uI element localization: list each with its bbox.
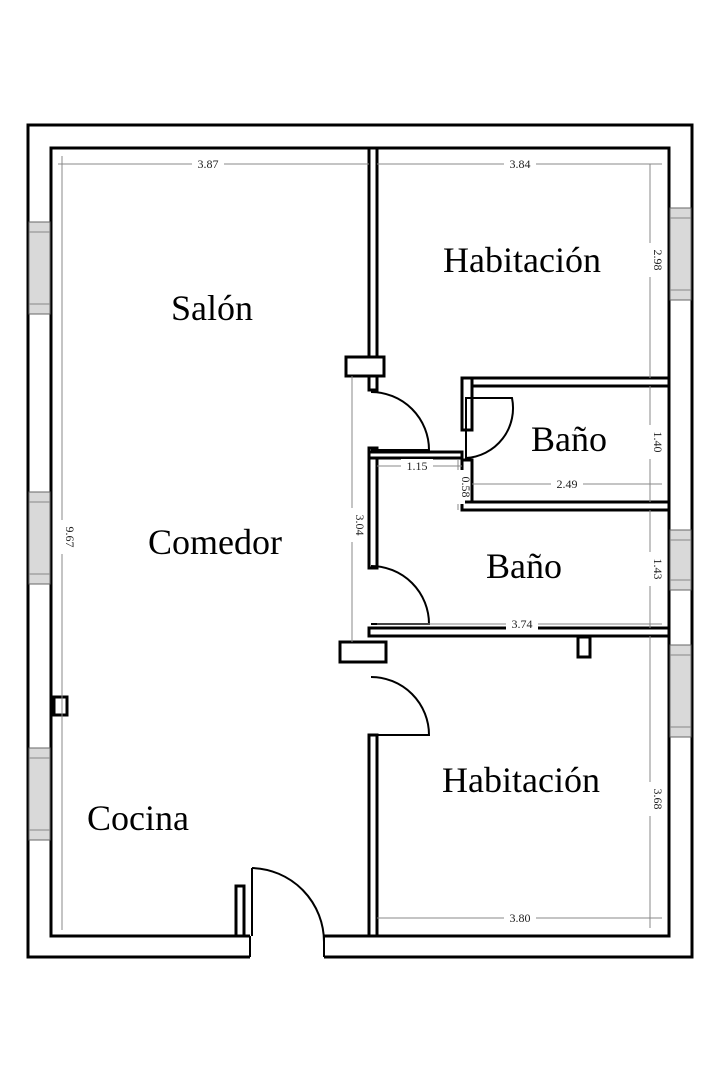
label-comedor: Comedor xyxy=(148,522,282,562)
window-left-2 xyxy=(28,491,51,585)
dim-hab-bottom-width: 3.80 xyxy=(510,911,531,925)
door-salon-corridor xyxy=(370,391,431,451)
dim-total-height: 9.67 xyxy=(63,527,77,548)
dim-left-width: 3.87 xyxy=(198,157,219,171)
door-entrance xyxy=(251,867,325,943)
dimension-labels: 3.87 3.84 9.67 3.04 2.98 1.40 2.49 0.58 … xyxy=(55,157,665,925)
post-kitchen xyxy=(52,695,69,717)
post-upper xyxy=(344,355,386,378)
dim-bano-large-height: 1.43 xyxy=(651,559,665,580)
label-bano-small: Baño xyxy=(531,419,607,459)
label-salon: Salón xyxy=(171,288,253,328)
dim-bano-small-width: 2.49 xyxy=(557,477,578,491)
door-habitacion-bottom xyxy=(370,676,431,736)
doors xyxy=(251,391,515,943)
dim-hab-bottom-height: 3.68 xyxy=(651,789,665,810)
windows xyxy=(28,207,692,841)
label-habitacion-top: Habitación xyxy=(443,240,601,280)
room-labels: Salón Comedor Cocina Habitación Baño Bañ… xyxy=(87,240,607,838)
dim-corridor-height: 3.04 xyxy=(353,515,367,536)
dim-right-width: 3.84 xyxy=(510,157,531,171)
door-bano-large xyxy=(370,565,431,625)
post-bath xyxy=(576,635,592,659)
dim-corridor-width: 1.15 xyxy=(407,459,428,473)
label-habitacion-bottom: Habitación xyxy=(442,760,600,800)
label-cocina: Cocina xyxy=(87,798,189,838)
window-right-1 xyxy=(669,207,692,301)
dim-hab-top-height: 2.98 xyxy=(651,250,665,271)
dim-bano-small-height: 1.40 xyxy=(651,432,665,453)
outer-walls xyxy=(26,123,694,960)
dim-bano-large-width: 3.74 xyxy=(512,617,533,631)
post-lower xyxy=(338,640,388,664)
door-bano-small xyxy=(465,397,515,460)
window-left-1 xyxy=(28,221,51,315)
fixtures xyxy=(52,355,592,717)
window-right-3 xyxy=(669,644,692,738)
window-left-3 xyxy=(28,747,51,841)
dim-bano-small-offset: 0.58 xyxy=(459,477,473,498)
label-bano-large: Baño xyxy=(486,546,562,586)
window-right-2 xyxy=(669,529,692,591)
